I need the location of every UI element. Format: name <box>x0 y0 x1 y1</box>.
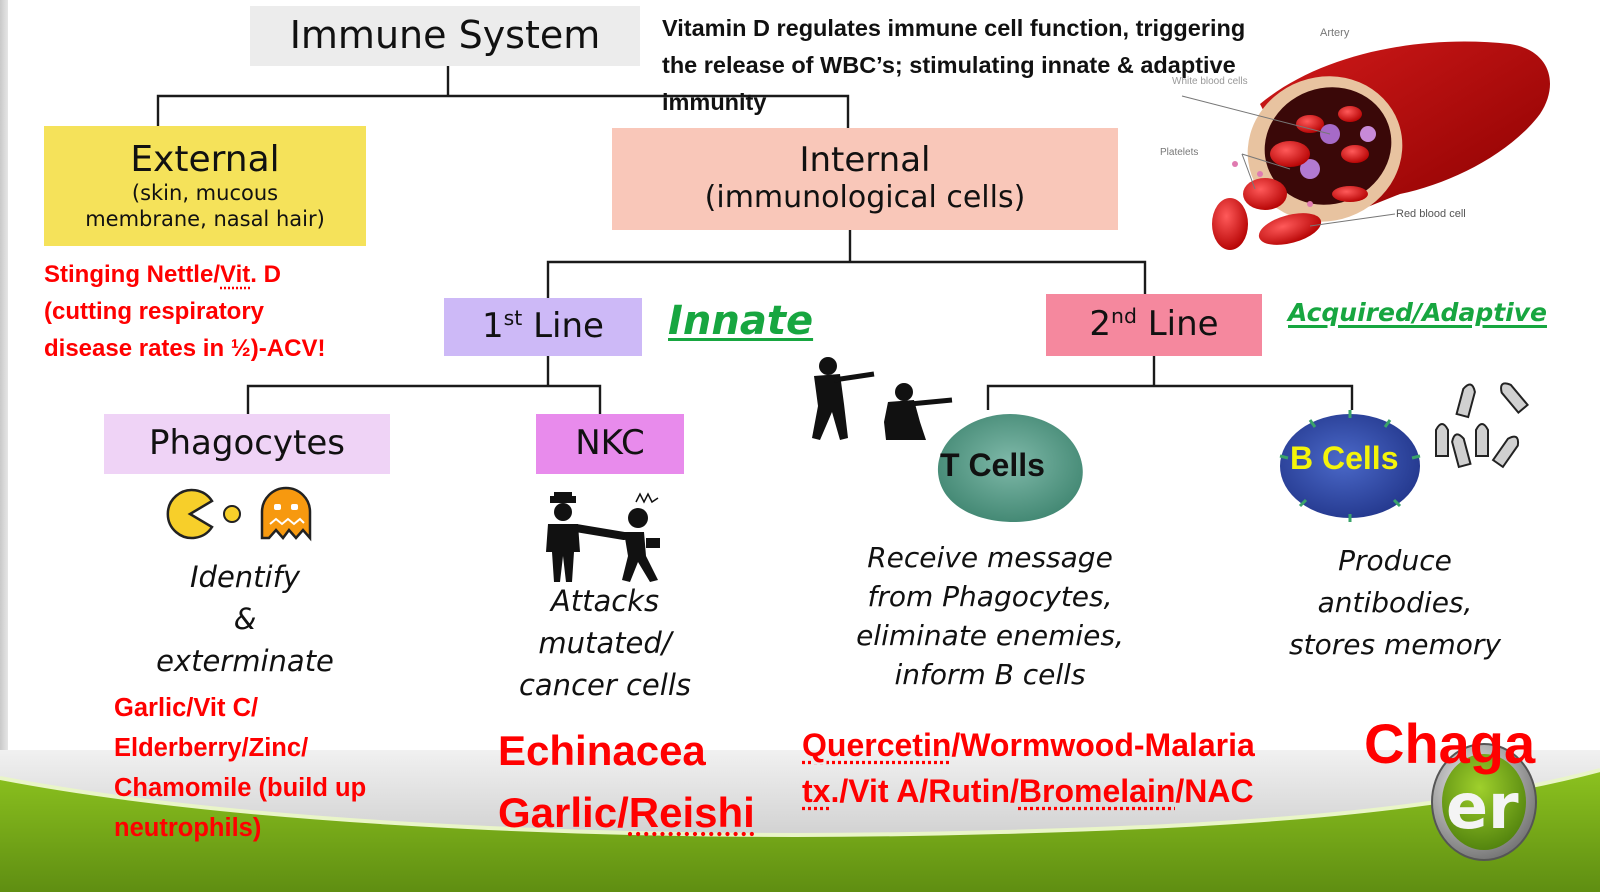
description-line: from Phagocytes, <box>867 580 1113 613</box>
police-arrest-icon <box>546 492 660 582</box>
node-subtitle: (skin, mucous <box>131 180 279 205</box>
remedy-fragment: Bromelain <box>1018 773 1176 809</box>
remedy-line: Elderberry/Zinc/ <box>114 734 309 762</box>
remedy-line: Chamomile (build up <box>114 774 367 802</box>
remedy-line: tx./Vit A/Rutin/Bromelain/NAC <box>802 773 1254 809</box>
phagocytes-description: Identify & exterminate <box>110 556 380 682</box>
b-cells-description: Produce antibodies, stores memory <box>1240 540 1550 666</box>
node-title: External <box>130 138 280 180</box>
description-line: antibodies, <box>1317 586 1473 619</box>
node-second-line: 2nd Line <box>1046 294 1262 356</box>
artery-label: Artery <box>1320 27 1350 39</box>
description-line: Attacks <box>550 584 660 618</box>
ordinal-number: 1 <box>482 306 504 347</box>
label-innate: Innate <box>668 298 814 344</box>
phagocytes-remedies: Garlic/Vit C/ Elderberry/Zinc/ Chamomile… <box>114 688 366 848</box>
platelets-label: Platelets <box>1160 147 1198 158</box>
connector <box>246 384 602 414</box>
nkc-description: Attacks mutated/ cancer cells <box>480 580 730 706</box>
line-word: Line <box>1147 304 1219 345</box>
remedy-line: (cutting respiratory <box>44 298 265 325</box>
soldiers-icon <box>812 357 953 440</box>
node-title: NKC <box>575 423 645 464</box>
rbc-label: Red blood cell <box>1396 208 1466 220</box>
remedy-line: Garlic/Vit C/ <box>114 694 259 722</box>
remedy-line: Stinging Nettle/Vit. D <box>44 261 281 288</box>
description-line: exterminate <box>156 644 334 678</box>
node-title: 2nd Line <box>1089 306 1218 343</box>
node-title: Internal <box>799 139 931 180</box>
remedy-fragment: Quercetin <box>802 727 952 763</box>
remedy-line: Echinacea <box>498 727 706 774</box>
label-acquired-adaptive: Acquired/Adaptive <box>1288 298 1547 327</box>
connector <box>546 260 1147 298</box>
wbc-label: White blood cells <box>1172 76 1248 87</box>
node-title: Immune System <box>289 13 601 58</box>
description-line: Receive message <box>867 541 1113 574</box>
remedy-line: disease rates in ½)-ACV! <box>44 335 326 362</box>
node-external: External (skin, mucous membrane, nasal h… <box>44 126 366 246</box>
node-phagocytes: Phagocytes <box>104 414 390 474</box>
nkc-remedies: Echinacea Garlic/Reishi <box>498 720 755 844</box>
node-title: Phagocytes <box>148 423 346 464</box>
bullets-icon <box>1435 382 1530 469</box>
t-cell-icon <box>937 414 1083 522</box>
b-cells-remedies: Chaga <box>1364 712 1535 776</box>
note-line: immunity <box>662 89 767 115</box>
er-logo-icon: er <box>1431 743 1537 861</box>
remedy-fragment: tx <box>802 773 831 809</box>
remedy-line: Chaga <box>1364 712 1536 775</box>
node-subtitle: (immunological cells) <box>704 179 1026 215</box>
t-cells-remedies: Quercetin/Wormwood-Malaria tx./Vit A/Rut… <box>802 722 1255 814</box>
vitamin-d-note: Vitamin D regulates immune cell function… <box>662 10 1312 121</box>
note-line: the release of WBC’s; stimulating innate… <box>662 52 1236 78</box>
t-cells-label: T Cells <box>940 447 1045 483</box>
node-immune-system: Immune System <box>250 6 640 66</box>
description-line: & <box>233 602 257 636</box>
slide-left-edge <box>0 0 8 892</box>
t-cells-description: Receive message from Phagocytes, elimina… <box>800 538 1180 694</box>
ordinal-suffix: st <box>503 306 523 331</box>
remedy-line: Quercetin/Wormwood-Malaria <box>802 727 1255 763</box>
remedy-fragment: Vit <box>220 261 251 288</box>
node-subtitle: membrane, nasal hair) <box>85 206 325 231</box>
description-line: mutated/ <box>538 626 672 660</box>
description-line: Identify <box>190 560 300 594</box>
description-line: Produce <box>1338 544 1452 577</box>
ordinal-suffix: nd <box>1111 304 1137 329</box>
description-line: inform B cells <box>894 658 1086 691</box>
description-line: cancer cells <box>518 668 692 702</box>
note-line: Vitamin D regulates immune cell function… <box>662 15 1246 41</box>
node-title: 1st Line <box>482 308 604 345</box>
remedy-fragment: Reishi <box>628 789 755 836</box>
ordinal-number: 2 <box>1089 304 1112 345</box>
remedy-line: Garlic/Reishi <box>498 789 755 836</box>
node-nkc: NKC <box>536 414 684 474</box>
footer-band <box>0 750 1600 892</box>
ghost-icon <box>260 486 312 542</box>
pacman-icon <box>166 488 241 540</box>
external-remedies: Stinging Nettle/Vit. D (cutting respirat… <box>44 256 325 367</box>
remedy-line: neutrophils) <box>114 814 262 842</box>
logo-text: er <box>1446 770 1519 843</box>
description-line: stores memory <box>1289 628 1501 661</box>
b-cell-icon <box>1279 410 1421 522</box>
description-line: eliminate enemies, <box>856 619 1124 652</box>
b-cells-label: B Cells <box>1290 440 1399 476</box>
artery-illustration: Artery White blood cells Platelets Red b… <box>1160 27 1550 250</box>
node-internal: Internal (immunological cells) <box>612 128 1118 230</box>
node-first-line: 1st Line <box>444 298 642 356</box>
line-word: Line <box>533 306 604 347</box>
